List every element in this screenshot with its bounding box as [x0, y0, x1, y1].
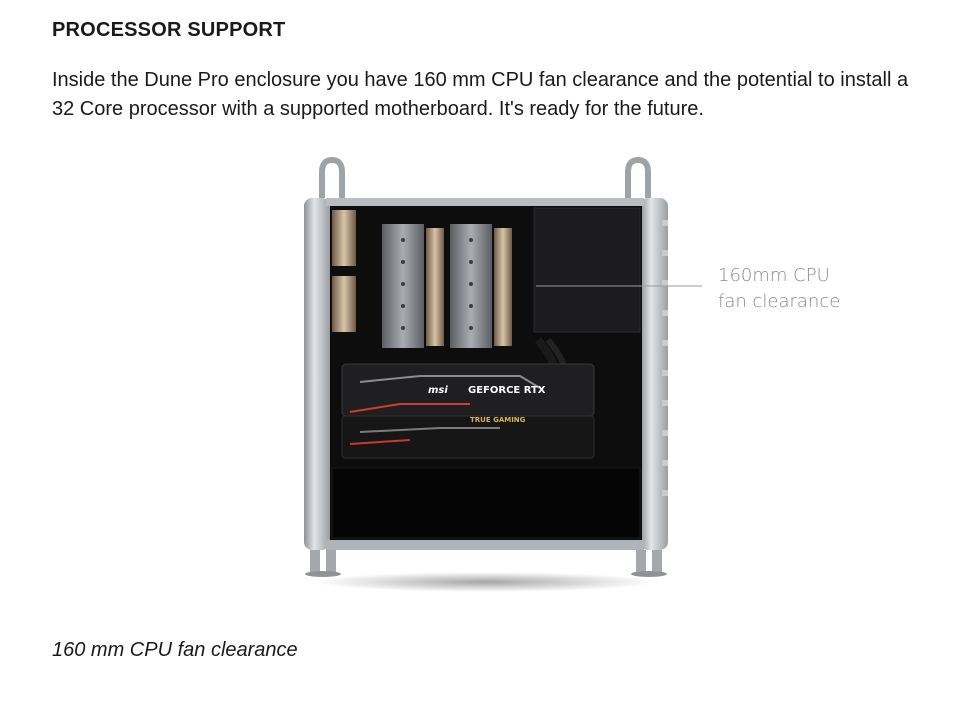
callout-label: 160mm CPU fan clearance — [718, 263, 858, 315]
callout-line-2: fan clearance — [718, 291, 841, 312]
callout-line-1: 160mm CPU — [718, 265, 830, 286]
section-body: Inside the Dune Pro enclosure you have 1… — [52, 69, 909, 120]
product-figure: msi GEFORCE RTX TRUE GAMING 160mm CPU fa… — [290, 150, 850, 600]
gpu-subtext-label: TRUE GAMING — [470, 416, 526, 424]
section-heading: PROCESSOR SUPPORT — [52, 19, 286, 41]
gpu-model-label: GEFORCE RTX — [468, 385, 546, 396]
gpu-brand-label: msi — [428, 385, 448, 396]
pc-case-illustration: msi GEFORCE RTX TRUE GAMING — [304, 156, 702, 592]
figure-caption: 160 mm CPU fan clearance — [52, 639, 298, 661]
